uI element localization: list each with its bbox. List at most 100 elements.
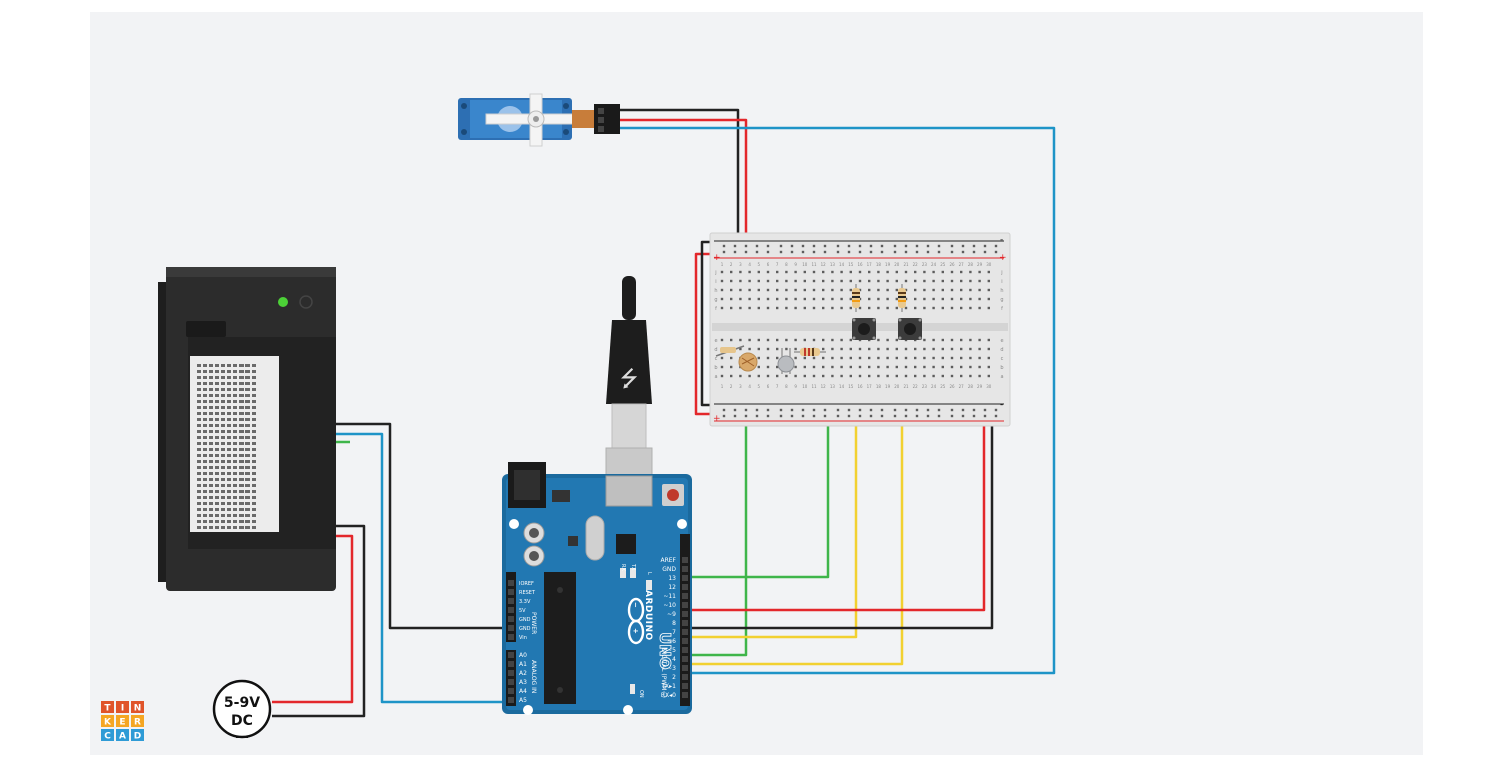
logo-tile [116, 715, 129, 727]
breadboard-col-number: 15 [848, 384, 854, 389]
arduino-power-pin: Vin [519, 635, 527, 641]
wire-ldr-signal[interactable] [690, 340, 748, 657]
arduino-pin-socket[interactable] [682, 566, 688, 572]
breadboard-column-numbers: 1122334455667788991010111112121313141415… [721, 262, 992, 389]
breadboard-col-number: 10 [802, 384, 808, 389]
pushbutton-1[interactable] [852, 318, 876, 340]
breadboard-col-number: 7 [776, 384, 779, 389]
arduino-digital-pin: TX▸1 [660, 683, 676, 690]
arduino-pin-socket[interactable] [508, 634, 514, 640]
wire-rail-gnd-arduino[interactable] [690, 405, 994, 630]
arduino-digital-header: DIGITAL (PWM~) [660, 648, 667, 698]
arduino-pin-socket[interactable] [508, 616, 514, 622]
breadboard-col-number: 1 [721, 384, 724, 389]
arduino-pin-socket[interactable] [682, 683, 688, 689]
wire-pack-gnd[interactable] [336, 422, 512, 630]
arduino-pin-socket[interactable] [508, 679, 514, 685]
wire-servo-power[interactable] [620, 118, 748, 256]
breadboard-col-number: 30 [986, 262, 992, 267]
arduino-pin-socket[interactable] [682, 647, 688, 653]
wire-servo-signal[interactable] [620, 126, 1056, 675]
arduino-pin-socket[interactable] [508, 589, 514, 595]
arduino-pin-socket[interactable] [682, 611, 688, 617]
arduino-pin-socket[interactable] [508, 580, 514, 586]
arduino-pin-socket[interactable] [682, 665, 688, 671]
arduino-pin-socket[interactable] [508, 652, 514, 658]
arduino-pin-socket[interactable] [682, 692, 688, 698]
arduino-usb-port[interactable] [605, 475, 653, 507]
breadboard-col-number: 8 [785, 262, 788, 267]
usb-cable[interactable]: ⭍ [605, 276, 653, 477]
breadboard-col-number: 4 [748, 262, 751, 267]
arduino-pin-socket[interactable] [682, 584, 688, 590]
breadboard-col-number: 20 [894, 262, 900, 267]
arduino-rx-label: RX [620, 564, 626, 571]
breadboard-col-number: 16 [857, 384, 863, 389]
printer-status-led [278, 297, 288, 307]
arduino-pin-socket[interactable] [682, 629, 688, 635]
breadboard-col-number: 14 [839, 262, 845, 267]
arduino-pin-socket[interactable] [682, 620, 688, 626]
arduino-power-pin: GND [519, 626, 531, 632]
arduino-pin-socket[interactable] [682, 593, 688, 599]
arduino-pin-socket[interactable] [682, 575, 688, 581]
breadboard-row-letter: f [1001, 306, 1003, 312]
breadboard-col-number: 27 [959, 384, 965, 389]
arduino-pin-socket[interactable] [682, 602, 688, 608]
thermal-printer-module[interactable] [158, 267, 336, 591]
logo-letter: C [104, 732, 111, 742]
breadboard-col-number: 12 [821, 384, 827, 389]
arduino-digital-pin: ~6 [667, 638, 676, 645]
arduino-analog-pin: A0 [519, 652, 527, 659]
arduino-digital-pin: 12 [668, 584, 676, 591]
wire-pack-gnd2[interactable] [272, 524, 366, 718]
breadboard-col-number: 19 [885, 384, 891, 389]
arduino-pin-socket[interactable] [682, 674, 688, 680]
photoresistor[interactable] [715, 345, 758, 372]
arduino-pin-socket[interactable] [682, 656, 688, 662]
arduino-pin-socket[interactable] [682, 638, 688, 644]
wire-button2-signal[interactable] [690, 342, 904, 666]
breadboard-col-number: 22 [913, 262, 919, 267]
printer-power-button[interactable] [299, 295, 313, 309]
wire-pack-vcc[interactable] [272, 534, 354, 704]
svg-text:−: − [632, 602, 640, 608]
arduino-pin-socket[interactable] [508, 697, 514, 703]
arduino-uno-board[interactable]: TX RX L − + ARDUINO UNO ON POWER ANALOG … [502, 462, 692, 715]
pushbutton-2[interactable] [898, 318, 922, 340]
led-component[interactable] [777, 348, 795, 374]
breadboard-col-number: 12 [821, 262, 827, 267]
breadboard-row-letter: j [714, 270, 716, 276]
servo-connector[interactable] [594, 104, 620, 134]
breadboard-col-number: 22 [913, 384, 919, 389]
arduino-pin-socket[interactable] [508, 598, 514, 604]
arduino-atmega-chip [544, 572, 576, 704]
arduino-power-pin: 3.3V [519, 599, 531, 605]
arduino-pin-socket[interactable] [508, 607, 514, 613]
arduino-model: UNO [656, 632, 674, 670]
resistor-button1[interactable] [852, 284, 860, 312]
arduino-pin-socket[interactable] [508, 661, 514, 667]
resistor-led[interactable] [794, 348, 826, 356]
logo-tile [116, 701, 129, 713]
breadboard-col-number: 21 [903, 262, 909, 267]
wire-rail-red-left[interactable] [694, 252, 714, 416]
arduino-pin-socket[interactable] [508, 688, 514, 694]
logo-tile [131, 729, 144, 741]
breadboard-col-number: 23 [922, 384, 928, 389]
resistor-button2[interactable] [898, 284, 906, 312]
arduino-digital-pin: 7 [672, 629, 676, 636]
arduino-pin-socket[interactable] [682, 557, 688, 563]
wire-button1-signal[interactable] [690, 342, 858, 639]
wire-servo-gnd[interactable] [620, 108, 740, 246]
rail-plus-top-left: + [713, 253, 721, 263]
dc-power-source[interactable]: 5-9V DC [212, 679, 272, 739]
breadboard-row-letter: g [1000, 297, 1003, 303]
wire-rail-black-left[interactable] [700, 240, 714, 407]
breadboard-col-number: 10 [802, 262, 808, 267]
servo-motor[interactable] [458, 93, 620, 147]
arduino-pin-socket[interactable] [508, 670, 514, 676]
arduino-power-pin: 5V [519, 608, 526, 614]
arduino-pin-socket[interactable] [508, 625, 514, 631]
breadboard-col-number: 8 [785, 384, 788, 389]
